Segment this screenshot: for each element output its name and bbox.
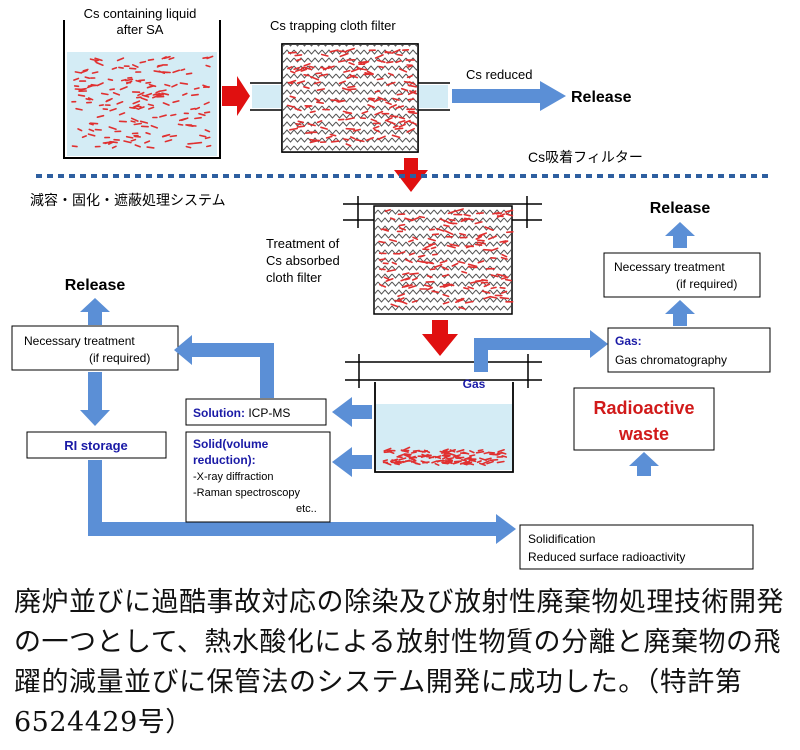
liquid-label-2: after SA [117,22,164,37]
solution-label: Solution: ICP-MS [193,406,290,420]
solid-line1: Solid(volume [193,437,269,451]
blue-left-arrow-icon-1 [332,397,372,427]
filter-jp-label: Cs吸着フィルター [528,149,643,165]
cs-sediment [382,446,508,467]
treatment-label-3: cloth filter [266,270,322,285]
solidification-box [519,524,754,570]
ri-storage-label: RI storage [64,438,128,453]
cloth-filter-icon [250,43,450,153]
release-label-left: Release [65,277,126,294]
cs-particles-filter [286,47,418,147]
beaker-liquid [67,52,217,156]
release-label-top: Release [571,89,632,106]
solid-item2: -Raman spectroscopy [193,487,300,499]
gas-label: Gas [463,377,486,391]
beaker-icon [63,20,221,159]
release-label-right: Release [650,200,711,217]
blue-up-arrow-icon-right-1 [665,222,695,248]
gas-box-bold: Gas: [615,334,642,348]
system-title: 減容・固化・遮蔽処理システム [30,192,226,208]
radioactive-waste-box [573,387,715,451]
blue-up-arrow-icon-right-2 [665,300,695,326]
process-diagram: Cs containing liquid after SA Cs trappin… [11,6,771,570]
blue-left-arrow-icon-2 [332,447,372,477]
cs-reduced-label: Cs reduced [466,67,532,82]
solid-item3: etc.. [296,503,317,515]
treatment-label-1: Treatment of [266,236,340,251]
blue-up-arrow-icon-left [80,298,110,325]
filter-title: Cs trapping cloth filter [270,18,396,33]
blue-arrow-icon [452,81,566,111]
necessary-treatment-box-left [11,325,179,371]
blue-flow-arrow-icon [88,460,516,544]
red-arrow-icon [222,76,250,116]
necessary-treatment-box-right [603,252,761,298]
gas-box-rest: Gas chromatography [615,353,727,367]
treatment-container-icon [343,196,542,315]
waste-line2: waste [618,424,669,444]
nt-right-line1: Necessary treatment [614,260,725,274]
nt-left-line1: Necessary treatment [24,334,135,348]
blue-elbow-arrow-icon [174,335,274,398]
solid-item1: -X-ray diffraction [193,471,274,483]
gas-chromatography-box [607,327,771,373]
waste-line1: Radioactive [593,398,694,418]
cs-particles-treatment [378,208,514,310]
caption-text: 廃炉並びに過酷事故対応の除染及び放射性廃棄物処理技術開発の一つとして、熱水酸化に… [14,587,784,738]
solidification-line1: Solidification [528,532,595,546]
blue-up-arrow-icon-right-3 [629,452,659,476]
solid-line2: reduction): [193,453,256,467]
ri-storage-box [26,431,167,459]
gas-arrow-icon [474,330,608,372]
blue-down-arrow-icon-left [80,372,110,426]
nt-left-line2: (if required) [89,351,150,365]
solution-box [185,398,327,426]
red-arrow-down-icon-2 [422,320,458,356]
treatment-label-2: Cs absorbed [266,253,340,268]
nt-right-line2: (if required) [676,277,737,291]
solid-box [185,431,331,523]
cs-particles [71,55,214,149]
reactor-vessel-icon [345,354,542,473]
liquid-label-1: Cs containing liquid [84,6,197,21]
solidification-line2: Reduced surface radioactivity [528,550,685,564]
